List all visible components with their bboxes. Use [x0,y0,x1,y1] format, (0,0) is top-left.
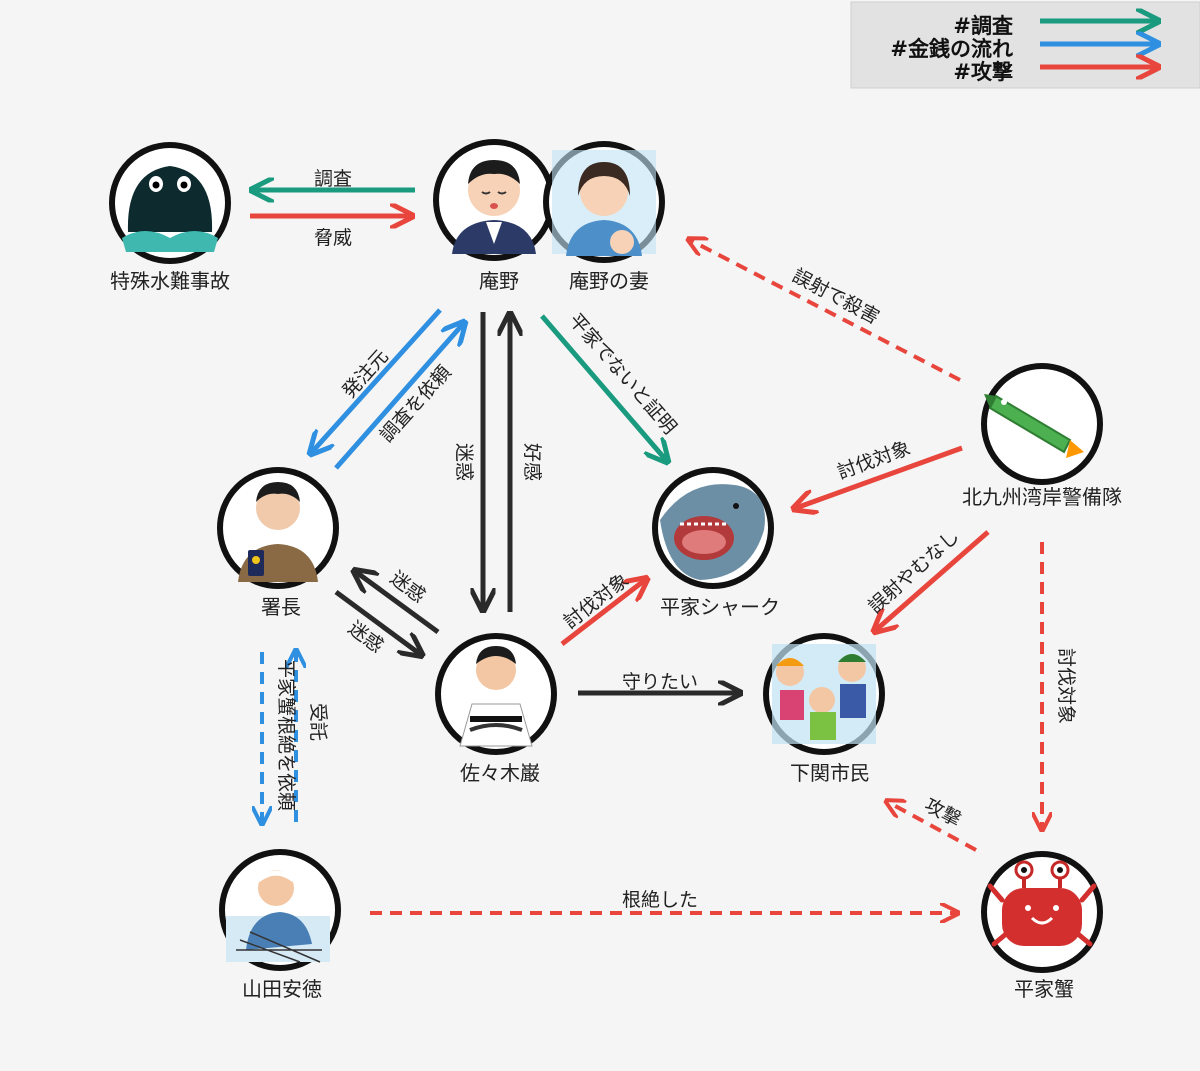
edge-label-tobatsu-kani: 討伐対象 [1055,648,1077,724]
node-label-kani: 平家蟹 [1014,977,1074,1001]
edge-label-gosha-yamunashi: 誤射やむなし [864,525,963,618]
node-label-shocho: 署長 [261,595,301,619]
node-shimin: 下関市民 [763,633,885,785]
node-label-tokushu: 特殊水難事故 [110,269,230,293]
monster-icon [122,166,218,252]
legend-label-investigate: #調査 [953,14,1013,38]
node-kani: 平家蟹 [981,851,1103,1001]
node-label-anno: 庵野 [479,269,519,293]
edge-label-shomei: 平家でないと証明 [564,309,680,438]
edge-label-chosa: 調査 [314,168,352,190]
node-yamada: 山田安徳 [219,849,341,1001]
businessman-icon [452,160,536,254]
edge-kani-to-shimin [888,802,977,852]
chief-icon [238,482,318,582]
node-sasaki: 佐々木巌 [435,633,557,785]
node-label-keibitai: 北九州湾岸警備隊 [962,485,1122,509]
node-anno-wife: 庵野の妻 [543,141,665,293]
edge-label-mamoritai: 守りたい [622,671,698,693]
node-label-sasaki: 佐々木巌 [460,761,540,785]
legend-label-money: #金銭の流れ [890,37,1013,61]
node-tokushu: 特殊水難事故 [109,142,231,293]
edge-keibitai-to-anno [690,240,961,382]
edge-label-kyoi: 脅威 [314,227,352,249]
node-shark: 平家シャーク [652,467,780,619]
legend-label-attack: #攻撃 [953,60,1013,84]
node-label-yamada: 山田安徳 [242,977,322,1001]
citizens-icon [772,644,876,744]
edge-label-konzetsu-irai: 平家蟹根絶を依頼 [275,659,297,811]
edge-label-kogeki: 攻撃 [921,794,965,831]
edge-shocho-to-anno [334,324,463,470]
edge-anno-to-shark [540,314,666,460]
edge-label-meiwaku-anno: 迷惑 [453,443,475,481]
karate-man-icon [459,646,533,747]
node-anno: 庵野 [433,139,555,293]
crab-icon [987,860,1097,947]
edge-keibitai-to-shark [796,445,963,508]
edge-label-konzetsu: 根絶した [622,889,698,911]
edge-keibitai-to-shimin [876,530,990,630]
edge-sasaki-to-shark [560,580,645,646]
edge-label-gosha-satsugai: 誤射で殺害 [789,265,883,329]
edge-label-tobatsu-sasaki: 討伐対象 [560,569,633,633]
legend: #調査 #金銭の流れ #攻撃 [850,1,1200,89]
node-shocho: 署長 [217,467,339,619]
woman-icon [552,150,656,256]
edge-label-jutaku: 受託 [307,703,329,741]
edge-anno-to-shocho [312,308,442,452]
edge-sasaki-to-shocho [356,572,440,635]
node-label-shark: 平家シャーク [660,595,780,619]
edge-label-kokan: 好感 [521,443,543,481]
node-label-anno-wife: 庵野の妻 [569,269,649,293]
fisherman-icon [226,870,330,963]
edge-label-tobatsu-keibitai: 討伐対象 [834,437,913,484]
edge-shocho-to-sasaki [334,589,420,654]
node-keibitai: 北九州湾岸警備隊 [962,363,1122,509]
node-label-shimin: 下関市民 [790,761,870,785]
shark-icon [660,484,765,580]
missile-icon [984,394,1084,458]
